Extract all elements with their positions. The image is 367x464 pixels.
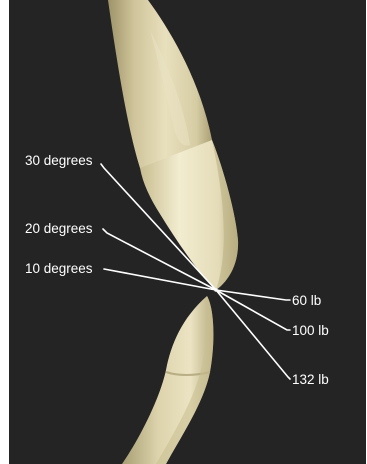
force-label-132: 132 lb [292,372,329,387]
contact-point [214,288,218,292]
force-line-60 [216,290,290,300]
force-label-100: 100 lb [292,323,329,338]
force-line-132 [216,290,290,379]
angle-label-20: 20 degrees [25,221,93,236]
angle-label-10: 10 degrees [25,261,93,276]
angle-label-30: 30 degrees [25,153,93,168]
force-label-60: 60 lb [292,293,321,308]
